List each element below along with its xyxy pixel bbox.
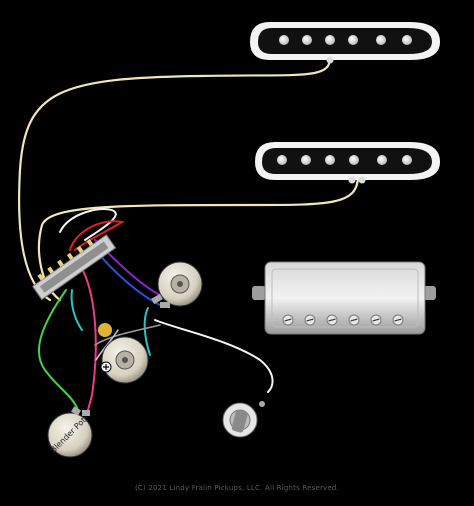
middle-lug-2 (358, 176, 366, 184)
humbucker-ear-left (252, 286, 266, 300)
wire-teal (70, 289, 83, 331)
humbucker-screw-slot-2 (306, 318, 314, 322)
wire-white-1 (59, 208, 117, 241)
neck-pickup (250, 22, 440, 64)
neck-pole-6 (402, 35, 412, 45)
middle-pole-5 (377, 155, 387, 165)
wire-teal-2 (143, 307, 151, 356)
humbucker-screw-slot-5 (372, 318, 380, 322)
middle-pole-4 (349, 155, 359, 165)
tone-capacitor (98, 323, 112, 337)
neck-pole-2 (302, 35, 312, 45)
middle-lug-1 (348, 176, 356, 184)
middle-pickup (255, 142, 440, 184)
neck-lug (326, 56, 334, 64)
wire-green (37, 289, 79, 411)
wire-middle-hot (37, 174, 360, 302)
neck-pole-1 (279, 35, 289, 45)
wire-ground (94, 324, 161, 346)
humbucker-screw-slot-4 (350, 318, 358, 322)
selector-switch (31, 234, 117, 301)
wire-neck-hot (17, 56, 332, 302)
humbucker-screw-slot-3 (328, 318, 336, 322)
wire-pink (79, 264, 97, 411)
volume-pot (151, 261, 203, 308)
humbucker-cover (264, 261, 426, 335)
middle-pole-3 (325, 155, 335, 165)
wire-white-jack (154, 319, 274, 393)
blender-pot: Blender Pot (47, 406, 93, 458)
neck-pole-4 (348, 35, 358, 45)
neck-pole-5 (376, 35, 386, 45)
wires (17, 56, 360, 411)
output-jack (222, 401, 265, 438)
copyright-notice: (C) 2021 Lindy Fralin Pickups, LLC. All … (135, 484, 339, 492)
bridge-humbucker (252, 261, 436, 335)
middle-pole-6 (402, 155, 412, 165)
tone-pot (100, 336, 149, 384)
humbucker-screw-slot-1 (284, 318, 292, 322)
humbucker-screw-slot-6 (394, 318, 402, 322)
middle-pole-2 (301, 155, 311, 165)
neck-pole-3 (325, 35, 335, 45)
middle-pole-1 (277, 155, 287, 165)
